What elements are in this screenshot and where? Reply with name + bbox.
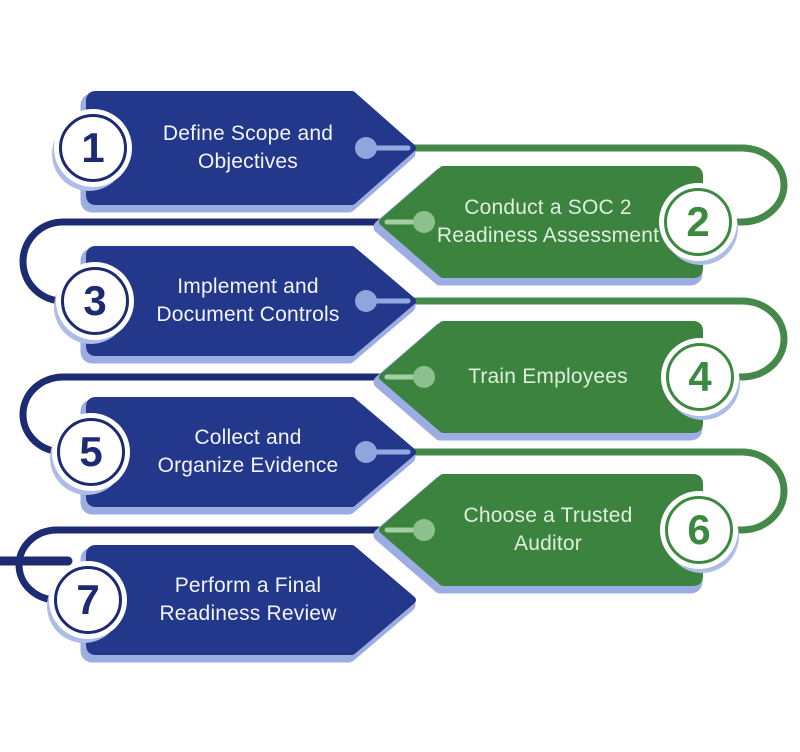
step4-number-badge: 4 xyxy=(666,343,734,411)
banner-step2-shape xyxy=(379,166,703,278)
connector-step3-to-step4 xyxy=(403,297,788,381)
step1-number: 1 xyxy=(81,124,105,171)
step3-number-badge: 3 xyxy=(61,267,129,335)
banner-step5-tip-dot xyxy=(355,441,377,463)
connector-step4-to-step5 xyxy=(19,373,389,456)
step5-number-badge: 5 xyxy=(57,418,125,486)
step2-number: 2 xyxy=(686,198,710,245)
banner-step4-shape xyxy=(379,321,703,433)
step3-number: 3 xyxy=(83,277,107,324)
banner-step6-shape xyxy=(379,474,703,586)
banner-step2-tip-dot xyxy=(413,211,435,233)
banner-step7-shape xyxy=(86,545,416,655)
step7-number-badge: 7 xyxy=(54,566,122,634)
step6-number-badge: 6 xyxy=(665,496,733,564)
connector-step5-to-step6 xyxy=(403,448,788,534)
banner-step3-tip-dot xyxy=(355,290,377,312)
step1-number-badge: 1 xyxy=(59,114,127,182)
banner-step5-shape xyxy=(86,397,416,507)
connector-step1-to-step2 xyxy=(403,144,788,226)
step5-number: 5 xyxy=(79,428,103,475)
step6-number: 6 xyxy=(687,506,711,553)
banner-step4-tip-dot xyxy=(413,366,435,388)
banner-step1-shape xyxy=(86,91,416,205)
banner-step1-tip-dot xyxy=(355,137,377,159)
banner-step6-tip-dot xyxy=(413,519,435,541)
banner-step3-shape xyxy=(86,246,416,356)
step2-number-badge: 2 xyxy=(664,188,732,256)
step4-number: 4 xyxy=(688,353,712,400)
step7-number: 7 xyxy=(76,576,100,623)
connector-step2-to-step3 xyxy=(19,218,389,305)
